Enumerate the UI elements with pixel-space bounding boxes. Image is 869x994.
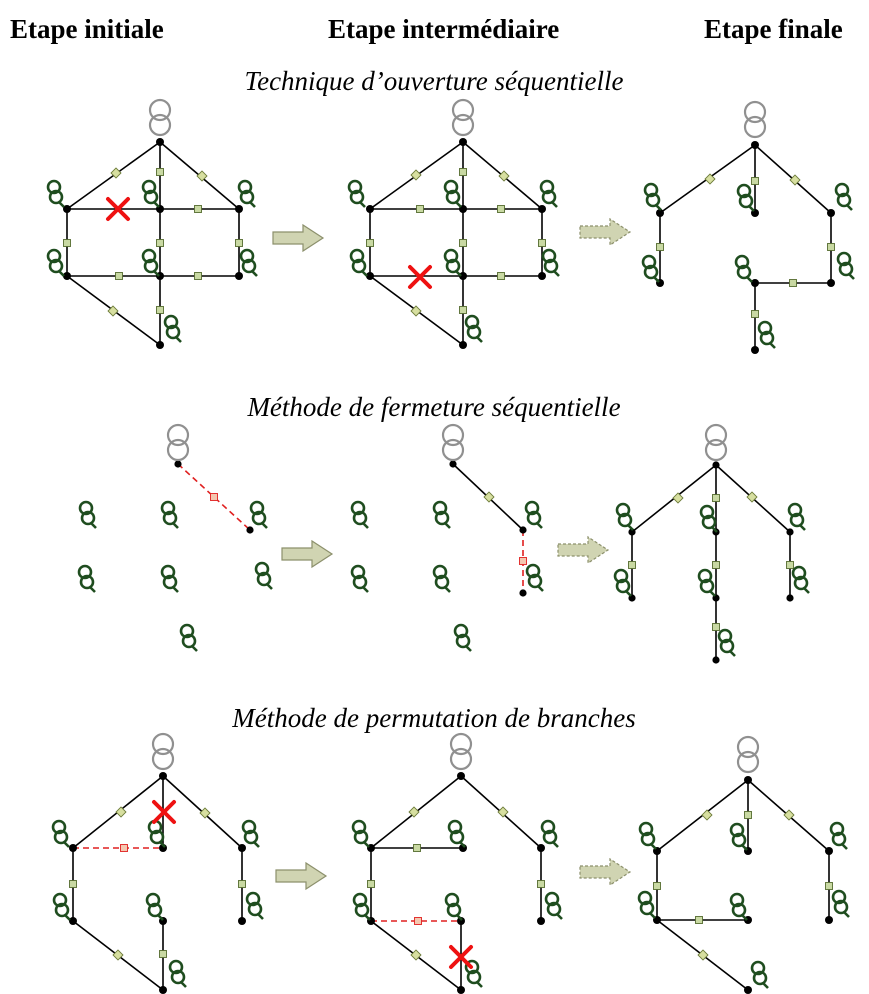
step-arrow (275, 862, 327, 890)
source-icon (449, 732, 473, 771)
source-icon (743, 100, 767, 139)
open-branch-mark (408, 265, 432, 289)
open-branch-mark (152, 800, 176, 824)
header-final-step: Etape finale (704, 14, 843, 44)
section-title-branch-exchange: Méthode de permutation de branches (231, 703, 635, 733)
step-arrow (272, 224, 324, 252)
source-icon (151, 732, 175, 771)
header-intermediate-step: Etape intermédiaire (328, 14, 559, 44)
s3-intermediate-network (351, 732, 564, 994)
section-title-sequential-closing: Méthode de fermeture séquentielle (246, 392, 620, 422)
s1-intermediate-network (347, 98, 561, 349)
step-arrow (579, 858, 631, 886)
s3-final-network (637, 735, 851, 994)
source-icon (736, 735, 760, 774)
source-icon (451, 98, 475, 137)
source-icon (166, 423, 190, 462)
s2-initial-network (77, 423, 274, 653)
s1-final-network (641, 100, 856, 354)
s2-intermediate-network (350, 423, 545, 653)
step-arrow (557, 536, 609, 564)
step-arrow (281, 540, 333, 568)
section-title-sequential-opening: Technique d’ouverture séquentielle (245, 66, 624, 96)
source-icon (704, 423, 728, 462)
source-icon (441, 423, 465, 462)
source-icon (148, 98, 172, 137)
step-arrow (579, 218, 631, 246)
header-initial-step: Etape initiale (10, 14, 164, 44)
s1-initial-network (46, 98, 259, 349)
s3-initial-network (51, 732, 265, 994)
s2-final-network (613, 423, 811, 664)
